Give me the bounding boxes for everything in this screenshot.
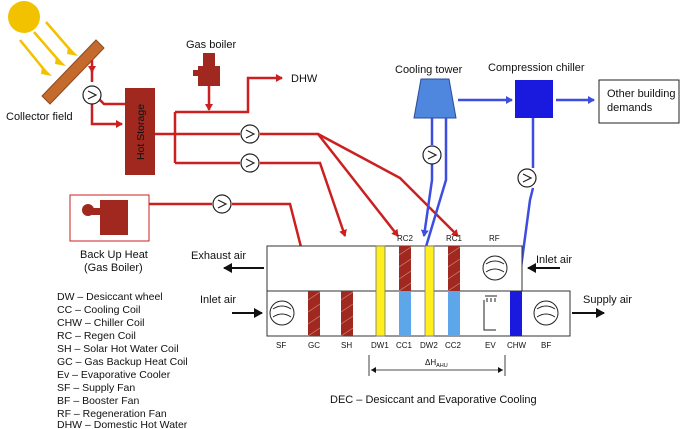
label-bf: BF [541, 341, 551, 350]
legend-item: SF – Supply Fan [57, 382, 135, 394]
cooling-tower-icon [413, 78, 457, 119]
pump-backup-icon [212, 194, 232, 214]
supply-air-label: Supply air [583, 294, 632, 306]
sun-ray-arrows [19, 21, 73, 73]
pump-dist-lower-icon [240, 153, 260, 173]
caption: DEC – Desiccant and Evaporative Cooling [330, 394, 537, 406]
label-cc2: CC2 [445, 341, 462, 350]
cooling-coil-cc2 [448, 291, 460, 336]
legend-item: CC – Cooling Coil [57, 304, 140, 316]
backup-heat-label-line2: (Gas Boiler) [84, 262, 143, 274]
compression-chiller-label: Compression chiller [488, 62, 585, 74]
label-rf: RF [489, 234, 500, 243]
legend-item: BF – Booster Fan [57, 395, 139, 407]
legend-item: GC – Gas Backup Heat Coil [57, 356, 188, 368]
label-sh: SH [341, 341, 352, 350]
ahu-upper-channel [266, 245, 523, 292]
legend-item: CHW – Chiller Coil [57, 317, 145, 329]
legend-item: RF – Regeneration Fan [57, 408, 167, 420]
other-demands-box [598, 79, 680, 124]
inlet-air-bottom-label: Inlet air [200, 294, 236, 306]
desiccant-wheel-1 [375, 245, 386, 337]
collector-field-label: Collector field [6, 111, 73, 123]
pump-dist-upper-icon [240, 124, 260, 144]
hot-storage-label: Hot Storage [135, 104, 147, 160]
booster-fan-icon [533, 300, 559, 326]
backup-boiler-icon [82, 200, 128, 235]
collector-pump-icon [82, 85, 102, 105]
legend-item: RC – Regen Coil [57, 330, 136, 342]
inlet-air-top-label: Inlet air [536, 254, 572, 266]
regen-coil-rc1 [448, 246, 460, 291]
supply-fan-icon [269, 300, 295, 326]
label-gc: GC [308, 341, 320, 350]
sun-icon [8, 1, 40, 33]
dhw-label: DHW [291, 73, 318, 85]
regen-coil-rc2 [399, 246, 411, 291]
label-ev: EV [485, 341, 496, 350]
chiller-coil-chw [510, 291, 522, 336]
legend-item: SH – Solar Hot Water Coil [57, 343, 179, 355]
legend-item: Ev – Evaporative Cooler [57, 369, 171, 381]
label-sf: SF [276, 341, 286, 350]
solar-hot-water-coil-sh [341, 291, 353, 336]
desiccant-wheel-2 [424, 245, 435, 337]
other-demands-label-line2: demands [607, 102, 653, 114]
delta-h-label: ΔHAHU [425, 358, 448, 369]
label-rc1: RC1 [446, 234, 463, 243]
exhaust-air-label: Exhaust air [191, 250, 246, 262]
gas-boiler-label: Gas boiler [186, 39, 236, 51]
cooling-tower-label: Cooling tower [395, 64, 463, 76]
label-dw2: DW2 [420, 341, 438, 350]
other-demands-label-line1: Other building [607, 88, 676, 100]
gas-boiler-icon [193, 53, 220, 86]
cooling-coil-cc1 [399, 291, 411, 336]
compression-chiller-icon [515, 80, 553, 118]
hot-storage-tank [125, 88, 155, 175]
label-chw: CHW [507, 341, 527, 350]
label-cc1: CC1 [396, 341, 413, 350]
legend-item: DHW – Domestic Hot Water [57, 419, 188, 429]
regeneration-fan-icon [482, 255, 508, 281]
label-dw1: DW1 [371, 341, 389, 350]
gas-backup-coil-gc [308, 291, 320, 336]
collector-field-panel [41, 39, 105, 105]
backup-heat-label-line1: Back Up Heat [80, 249, 148, 261]
pump-chiller-icon [517, 168, 537, 188]
pump-cooling-tower-icon [422, 145, 442, 165]
abbreviation-legend: DW – Desiccant wheel CC – Cooling Coil C… [57, 291, 188, 429]
evaporative-cooler-icon [483, 295, 497, 331]
legend-item: DW – Desiccant wheel [57, 291, 163, 303]
label-rc2: RC2 [397, 234, 414, 243]
